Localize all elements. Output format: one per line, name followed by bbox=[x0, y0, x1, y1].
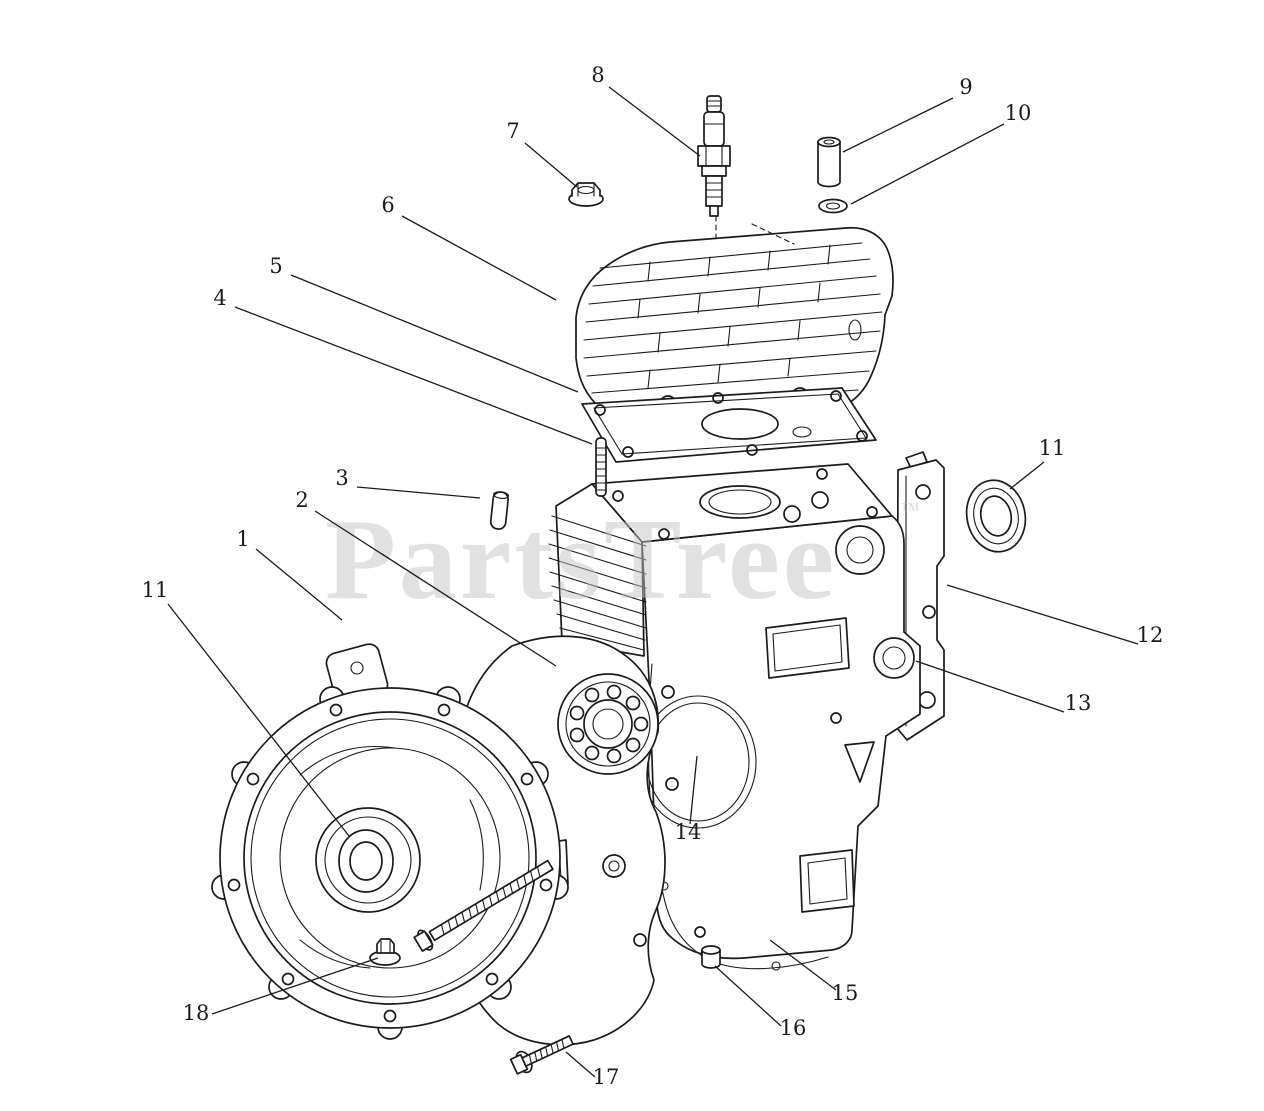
leader-line-10 bbox=[850, 123, 1005, 205]
leader-lines bbox=[167, 86, 1139, 1078]
leader-line-13 bbox=[915, 660, 1065, 713]
dowel-pin bbox=[489, 491, 510, 530]
flange-bolt bbox=[509, 1035, 574, 1075]
head-stud bbox=[595, 437, 607, 497]
leader-line-16 bbox=[714, 965, 782, 1027]
through-bolt bbox=[413, 859, 554, 952]
callout-6: 6 bbox=[381, 193, 394, 217]
leader-line-9 bbox=[842, 97, 954, 153]
cylinder-block bbox=[548, 463, 921, 960]
callout-2: 2 bbox=[295, 488, 308, 512]
spark-plug bbox=[697, 95, 731, 217]
leader-line-8 bbox=[608, 86, 701, 157]
leader-line-2 bbox=[314, 510, 557, 667]
assembly-axis-lines bbox=[715, 215, 795, 245]
leader-line-7 bbox=[524, 142, 578, 188]
flange-nut bbox=[568, 182, 604, 207]
watermark: PartsTree bbox=[325, 496, 837, 624]
leader-line-11-right bbox=[1009, 461, 1045, 490]
dowel-pin-small bbox=[701, 945, 721, 969]
oil-seal-left bbox=[338, 829, 394, 893]
callout-16: 16 bbox=[780, 1016, 807, 1040]
callout-5: 5 bbox=[269, 254, 282, 278]
watermark-tm-symbol: ™ bbox=[900, 499, 920, 521]
leader-line-14 bbox=[689, 755, 698, 825]
crankshaft-bearing bbox=[557, 673, 659, 775]
callout-10: 10 bbox=[1005, 101, 1032, 125]
callout-14: 14 bbox=[675, 820, 702, 844]
callout-17: 17 bbox=[593, 1065, 620, 1089]
callout-18: 18 bbox=[183, 1001, 210, 1025]
leader-line-15 bbox=[769, 939, 837, 991]
callout-4: 4 bbox=[213, 286, 226, 310]
callout-11-right: 11 bbox=[1039, 436, 1066, 460]
leader-line-6 bbox=[401, 215, 557, 301]
leader-line-5 bbox=[290, 274, 579, 393]
callout-1: 1 bbox=[236, 527, 249, 551]
callout-15: 15 bbox=[832, 981, 859, 1005]
callout-13: 13 bbox=[1065, 691, 1092, 715]
leader-line-3 bbox=[356, 486, 481, 499]
callout-3: 3 bbox=[335, 466, 348, 490]
crankcase-cover bbox=[211, 643, 569, 1040]
leader-line-1 bbox=[255, 548, 343, 621]
leader-line-4 bbox=[234, 306, 593, 445]
engine-drawing bbox=[211, 95, 1027, 1075]
leader-line-17 bbox=[565, 1051, 596, 1078]
leader-line-18 bbox=[211, 957, 379, 1015]
drain-plug bbox=[369, 938, 401, 966]
leader-line-11-left bbox=[167, 603, 350, 837]
head-gasket bbox=[581, 387, 877, 463]
spacer-sleeve bbox=[817, 136, 841, 188]
callout-12: 12 bbox=[1137, 623, 1164, 647]
callout-8: 8 bbox=[591, 63, 604, 87]
oil-seal-right bbox=[965, 479, 1027, 553]
leader-line-12 bbox=[946, 584, 1139, 645]
callout-labels: 1 2 3 4 5 6 7 8 9 10 11 11 12 13 14 15 1… bbox=[142, 63, 1164, 1089]
callout-11-left: 11 bbox=[142, 578, 169, 602]
callout-7: 7 bbox=[506, 119, 519, 143]
callout-9: 9 bbox=[959, 75, 972, 99]
washer bbox=[818, 198, 848, 214]
